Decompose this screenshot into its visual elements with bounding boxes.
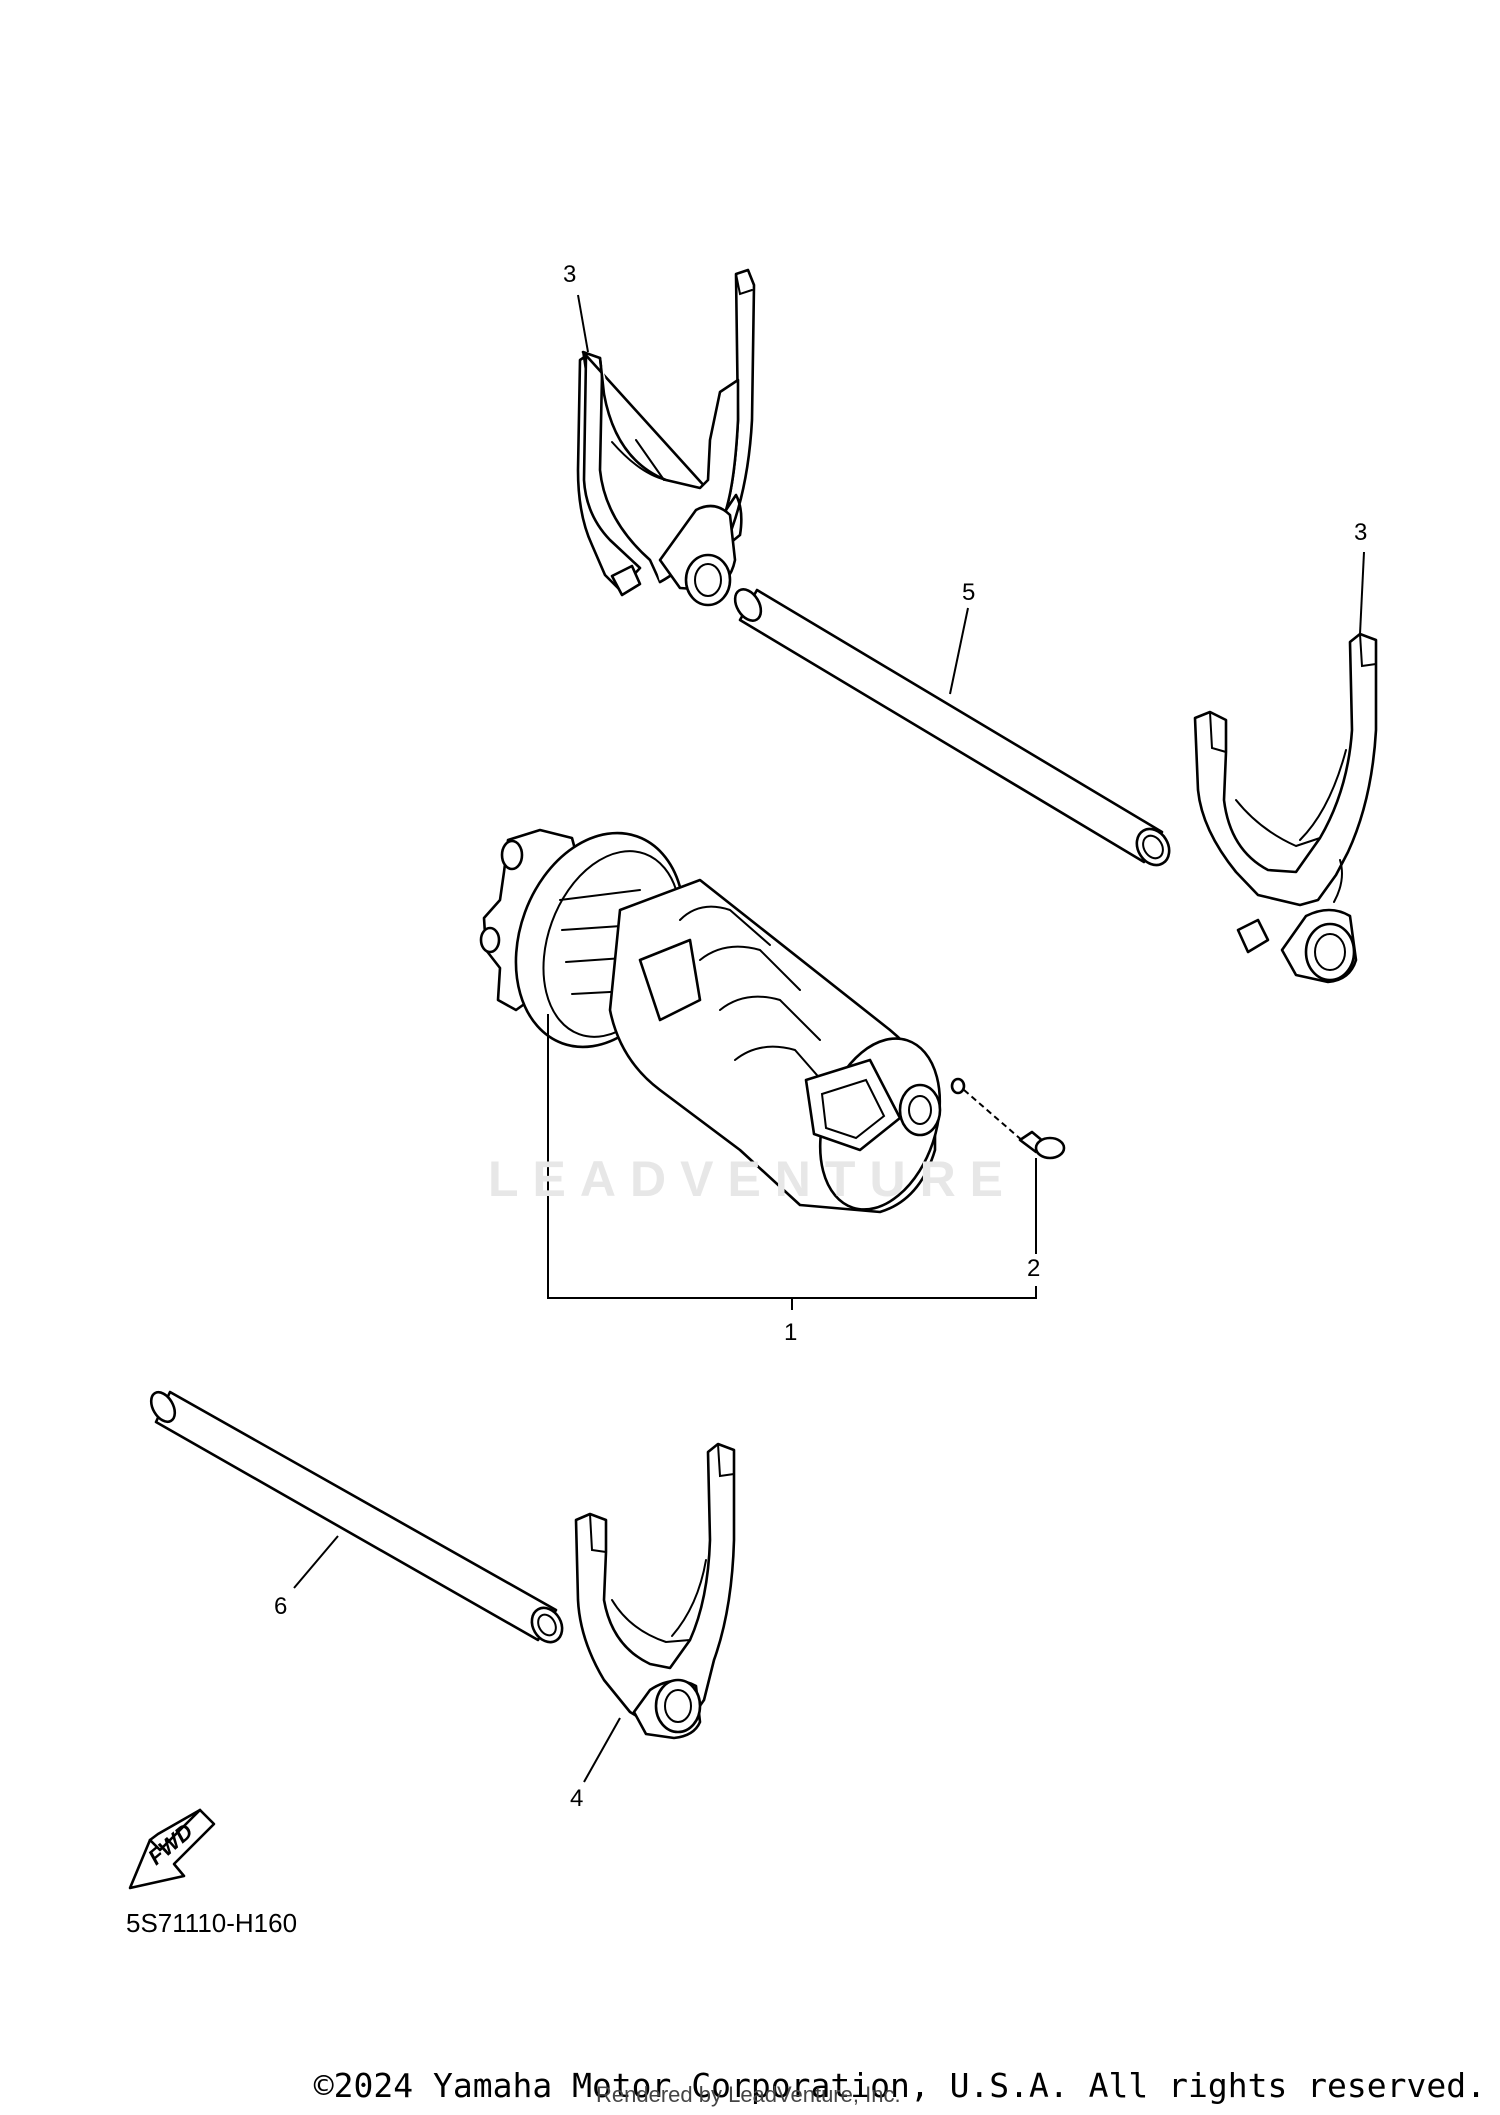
diagram-code: 5S71110-H160 [126, 1908, 298, 1938]
shift-shaft-upper[interactable] [730, 585, 1176, 871]
shift-fork-right[interactable] [1193, 632, 1378, 984]
callout-drum-assembly: 1 [784, 1319, 797, 1346]
callout-fork-right: 3 [1354, 519, 1367, 546]
callout-pin: 2 [1027, 1255, 1040, 1282]
shift-shaft-lower[interactable] [146, 1388, 568, 1647]
fwd-arrow-icon: FWD [128, 1808, 216, 1890]
shift-fork-top[interactable] [576, 268, 756, 607]
shift-fork-lower[interactable] [574, 1442, 736, 1740]
callout-shaft-lower: 6 [274, 1593, 287, 1620]
leader-lines [293, 294, 1365, 1783]
callout-shaft-upper: 5 [962, 579, 975, 606]
shift-drum-assembly[interactable] [479, 809, 966, 1225]
callout-fork-lower: 4 [570, 1785, 583, 1812]
copyright-notice: ©2024 Yamaha Motor Corporation, U.S.A. A… [313, 2066, 1486, 2105]
callout-fork-top: 3 [563, 261, 576, 288]
watermark: LEADVENTURE [488, 1151, 1018, 1207]
pin[interactable] [963, 1089, 1066, 1160]
rendered-by: Rendered by LeadVenture, Inc. [596, 2082, 901, 2107]
